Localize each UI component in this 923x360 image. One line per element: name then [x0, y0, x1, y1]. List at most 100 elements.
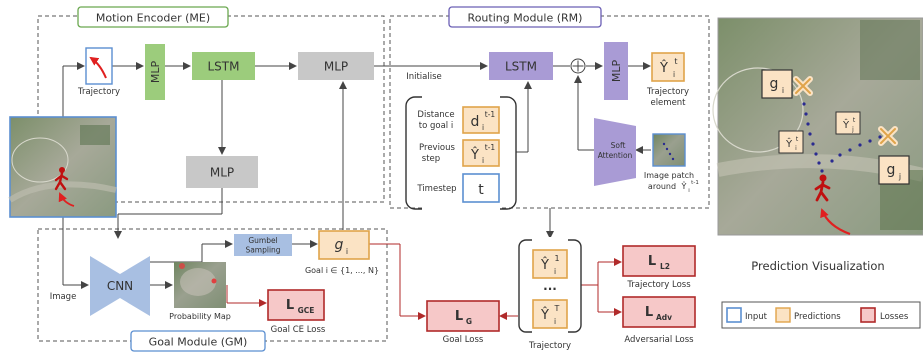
- legend-frame: [721, 301, 921, 329]
- cnn-label: CNN: [107, 279, 133, 293]
- top-mlp-label: MLP: [324, 60, 348, 74]
- distance-sub: i: [482, 123, 484, 132]
- trajectory-curve-icon: [89, 56, 107, 79]
- loss-gce-main: L: [286, 298, 294, 313]
- trajectory-y1-sup: 1: [554, 254, 559, 263]
- vis-gj-box: [878, 155, 910, 185]
- me-lstm-label: LSTM: [208, 60, 240, 74]
- me-mlp-label: MLP: [149, 61, 162, 84]
- middle-mlp-label: MLP: [210, 166, 234, 180]
- patch-label-2: around: [648, 182, 676, 191]
- timestep-label: Timestep: [416, 184, 456, 194]
- distance-label-1: Distance: [417, 110, 454, 120]
- goal-i-cross-icon: [793, 76, 813, 96]
- goal-module-title: Goal Module (GM): [149, 336, 248, 349]
- gumbel-label-1: Gumbel: [248, 236, 277, 245]
- goal-i-label: Goal i ∈ {1, ..., N}: [305, 266, 379, 275]
- timestep-t: t: [478, 182, 484, 198]
- gumbel-sampling-block: [234, 234, 292, 256]
- previous-step-sub: i: [482, 156, 484, 165]
- rm-mlp-block: [604, 42, 628, 100]
- goal-gi-box: [318, 230, 370, 260]
- adversarial-loss-label: Adversarial Loss: [624, 335, 694, 345]
- trajectory-element-label-1: Trajectory: [646, 87, 689, 97]
- vis-gj-main: g: [887, 162, 896, 178]
- prediction-dots: [802, 102, 882, 173]
- connectors: [62, 62, 651, 289]
- me-lstm-block: [192, 52, 255, 80]
- goal-gi-sub: i: [346, 247, 348, 256]
- trajectory-ellipsis: ...: [543, 279, 557, 293]
- routing-module-frame: [389, 15, 710, 209]
- trajectory-element-box: [651, 52, 685, 82]
- vis-yj-box: [835, 111, 861, 135]
- loss-gce-sub: GCE: [298, 306, 315, 315]
- goal-gi-main: g: [335, 237, 344, 253]
- legend-predictions-label: Predictions: [794, 312, 841, 322]
- goal-ce-loss-label: Goal CE Loss: [271, 325, 326, 335]
- trajectory-element-sub: i: [673, 70, 675, 79]
- trajectory-output-mask-top: [532, 237, 568, 243]
- loss-connectors: [226, 243, 622, 320]
- routing-module-title: Routing Module (RM): [468, 12, 583, 25]
- trajectory-y1: Ŷ: [540, 257, 549, 273]
- loss-adv-box: [622, 296, 696, 328]
- loss-adv-sub: Adv: [656, 313, 672, 322]
- probability-map: [174, 262, 226, 308]
- trajectory-label: Trajectory: [77, 87, 120, 97]
- vis-pedestrian-icon: [814, 174, 831, 202]
- trajectory-y1-sub: i: [554, 267, 556, 276]
- patch-label-1: Image patch: [644, 171, 694, 180]
- distance-box: [462, 106, 500, 134]
- me-mlp-block: [145, 44, 165, 100]
- previous-label-2: step: [422, 154, 440, 164]
- middle-mlp-block: [186, 156, 258, 188]
- soft-attention-label-2: Attention: [598, 151, 633, 160]
- patch-y: Ŷ: [681, 180, 687, 191]
- goal-j-cross-icon: [878, 126, 898, 146]
- vis-yj-sub: j: [851, 126, 854, 133]
- rm-lstm-block: [489, 52, 553, 80]
- legend-predictions-swatch: [775, 307, 791, 323]
- trajectory-yT-sub: i: [554, 317, 556, 326]
- image-patch: [652, 133, 686, 167]
- trajectory-output-mask-bottom: [532, 329, 568, 335]
- image-label: Image: [50, 292, 77, 302]
- loss-g-sub: G: [466, 317, 472, 326]
- trajectory-loss-label: Trajectory Loss: [626, 280, 691, 290]
- vis-yi-sup: t: [796, 136, 799, 143]
- vis-yj-sup: t: [853, 117, 856, 124]
- motion-encoder-title-box: [77, 6, 229, 28]
- motion-encoder-title: Motion Encoder (ME): [96, 12, 210, 25]
- legend-losses-swatch: [860, 307, 876, 323]
- trajectory-element-y: Ŷ: [659, 60, 668, 76]
- legend-losses-label: Losses: [880, 312, 909, 322]
- timestep-box: [462, 173, 500, 203]
- vis-gi-box: [761, 69, 793, 99]
- trajectory-yT-box: [532, 299, 568, 329]
- trajectory-element-sup: t: [674, 57, 677, 66]
- vis-yi: Ŷ: [785, 137, 793, 150]
- previous-step-sup: t-1: [485, 143, 496, 152]
- previous-step-box: [462, 139, 500, 167]
- top-mlp-block: [298, 52, 374, 80]
- cnn-block: [90, 256, 150, 316]
- loss-l2-sub: L2: [660, 262, 670, 271]
- trajectory-yT: Ŷ: [540, 307, 549, 323]
- patch-y-sup: t-1: [691, 180, 699, 186]
- features-bracket-mask: [422, 94, 500, 101]
- vis-gi-sub: i: [782, 86, 784, 95]
- vis-yi-box: [778, 130, 804, 154]
- pedestrian-icon: [54, 167, 69, 191]
- rm-mlp-label: MLP: [610, 60, 623, 83]
- previous-label-1: Previous: [419, 143, 455, 153]
- patch-y-sub: i: [688, 188, 690, 194]
- prediction-visualization-image: [712, 17, 923, 236]
- loss-g-main: L: [455, 309, 463, 324]
- trajectory-yT-sup: T: [554, 304, 560, 313]
- loss-g-box: [426, 300, 500, 332]
- concat-plus-icon: [572, 60, 584, 72]
- trajectory-element-label-2: element: [650, 98, 686, 108]
- vis-history-arrow: [820, 208, 851, 236]
